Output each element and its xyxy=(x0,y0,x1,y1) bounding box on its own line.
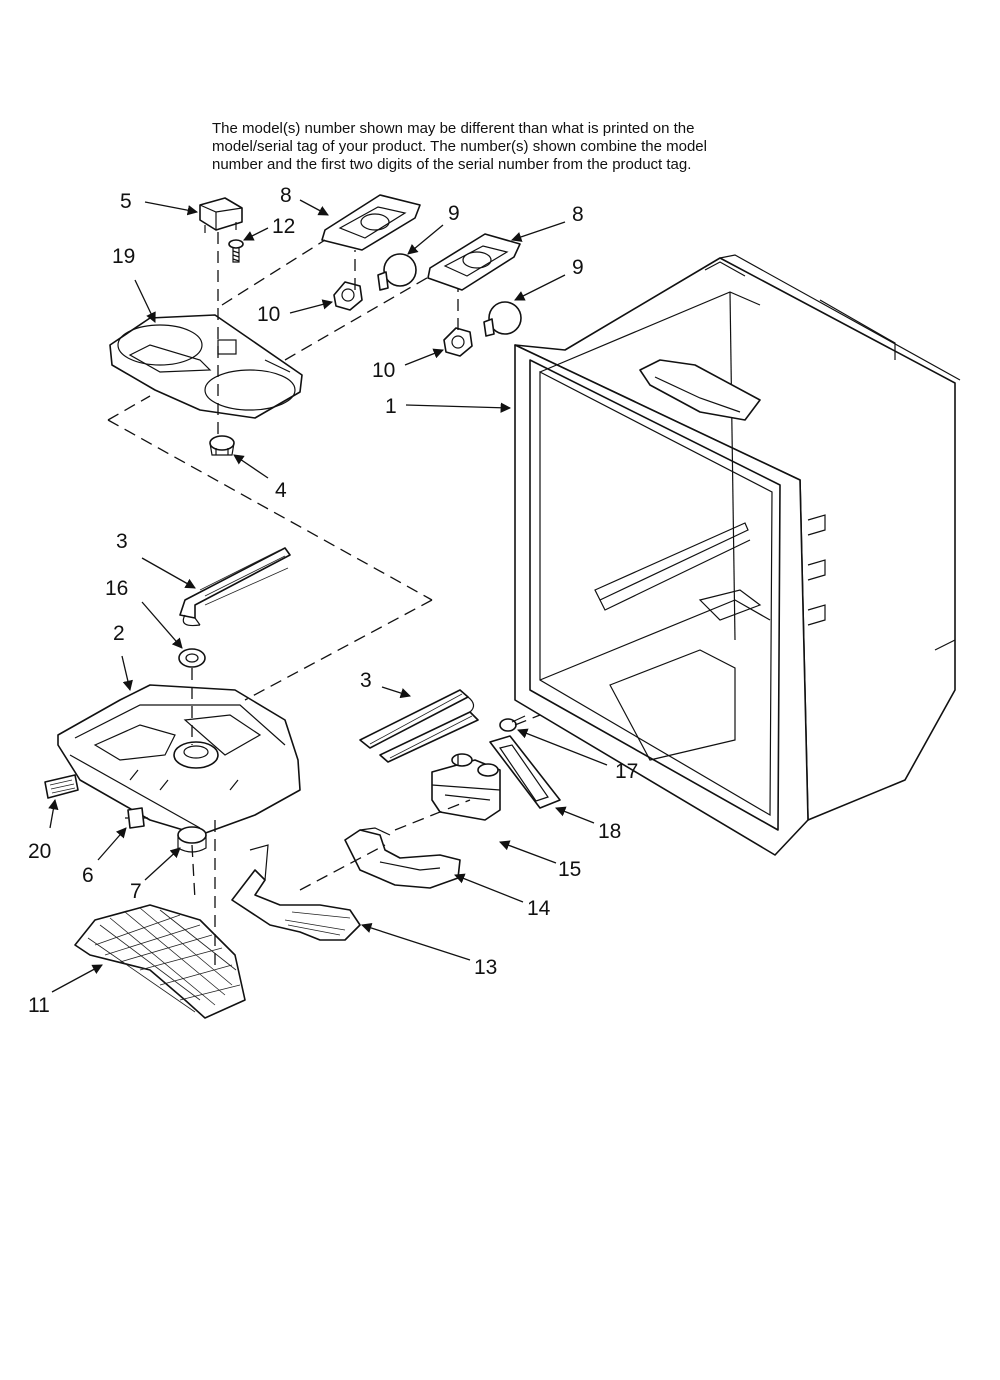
part-6-clip xyxy=(125,807,148,829)
part-5-switch xyxy=(199,197,243,233)
callout-2: 2 xyxy=(113,622,125,645)
callout-11: 11 xyxy=(28,994,50,1017)
part-9-bulb-left xyxy=(377,253,417,291)
part-2-lower-housing xyxy=(57,684,301,836)
model-number-note: The model(s) number shown may be differe… xyxy=(212,120,812,174)
callout-7: 7 xyxy=(130,880,142,903)
leader-lines xyxy=(48,199,608,993)
note-line-2: model/serial tag of your product. The nu… xyxy=(212,138,707,155)
callout-16: 16 xyxy=(105,577,128,600)
part-10-socket-right xyxy=(443,327,473,357)
part-18-frame xyxy=(489,735,561,809)
part-3-seal-lower xyxy=(359,689,479,763)
callout-9-right: 9 xyxy=(572,256,584,279)
part-13-duct xyxy=(231,844,361,941)
callout-15: 15 xyxy=(558,858,581,881)
part-20-clip xyxy=(44,774,79,799)
part-1-liner xyxy=(514,254,961,856)
callout-6: 6 xyxy=(82,864,94,887)
callout-1: 1 xyxy=(385,395,397,418)
note-line-1: The model(s) number shown may be differe… xyxy=(212,120,695,137)
callout-9-left: 9 xyxy=(448,202,460,225)
callout-labels: 5 12 8 9 8 9 19 10 10 1 4 3 16 2 3 17 18… xyxy=(28,184,638,1017)
part-10-socket-left xyxy=(333,281,363,311)
callout-18: 18 xyxy=(598,820,621,843)
callout-3-upper: 3 xyxy=(116,530,128,553)
part-16-grommet xyxy=(178,648,206,668)
part-3-seal-upper xyxy=(179,547,291,627)
callout-12: 12 xyxy=(272,215,295,238)
part-4-grommet xyxy=(209,435,235,456)
part-11-grille xyxy=(74,904,246,1019)
part-17-screw xyxy=(499,715,526,732)
part-8-light-cover-right xyxy=(427,233,521,291)
callout-13: 13 xyxy=(474,956,497,979)
part-14-housing xyxy=(344,827,461,889)
callout-20: 20 xyxy=(28,840,51,863)
callout-8-left: 8 xyxy=(280,184,292,207)
part-12-screw xyxy=(228,239,244,263)
callout-8-right: 8 xyxy=(572,203,584,226)
callout-3-lower: 3 xyxy=(360,669,372,692)
callout-14: 14 xyxy=(527,897,551,920)
note-line-3: number and the first two digits of the s… xyxy=(212,156,692,173)
assembly-dash-lines xyxy=(107,232,541,965)
callout-17: 17 xyxy=(615,760,638,783)
part-15-damper-control xyxy=(431,753,501,821)
callout-10-right: 10 xyxy=(372,359,395,382)
callout-19: 19 xyxy=(112,245,135,268)
callout-10-left: 10 xyxy=(257,303,280,326)
part-9-bulb-right xyxy=(483,301,522,337)
callout-4: 4 xyxy=(275,479,287,502)
part-19-light-housing xyxy=(109,314,303,419)
part-8-light-cover-left xyxy=(321,194,421,251)
callout-5: 5 xyxy=(120,190,132,213)
